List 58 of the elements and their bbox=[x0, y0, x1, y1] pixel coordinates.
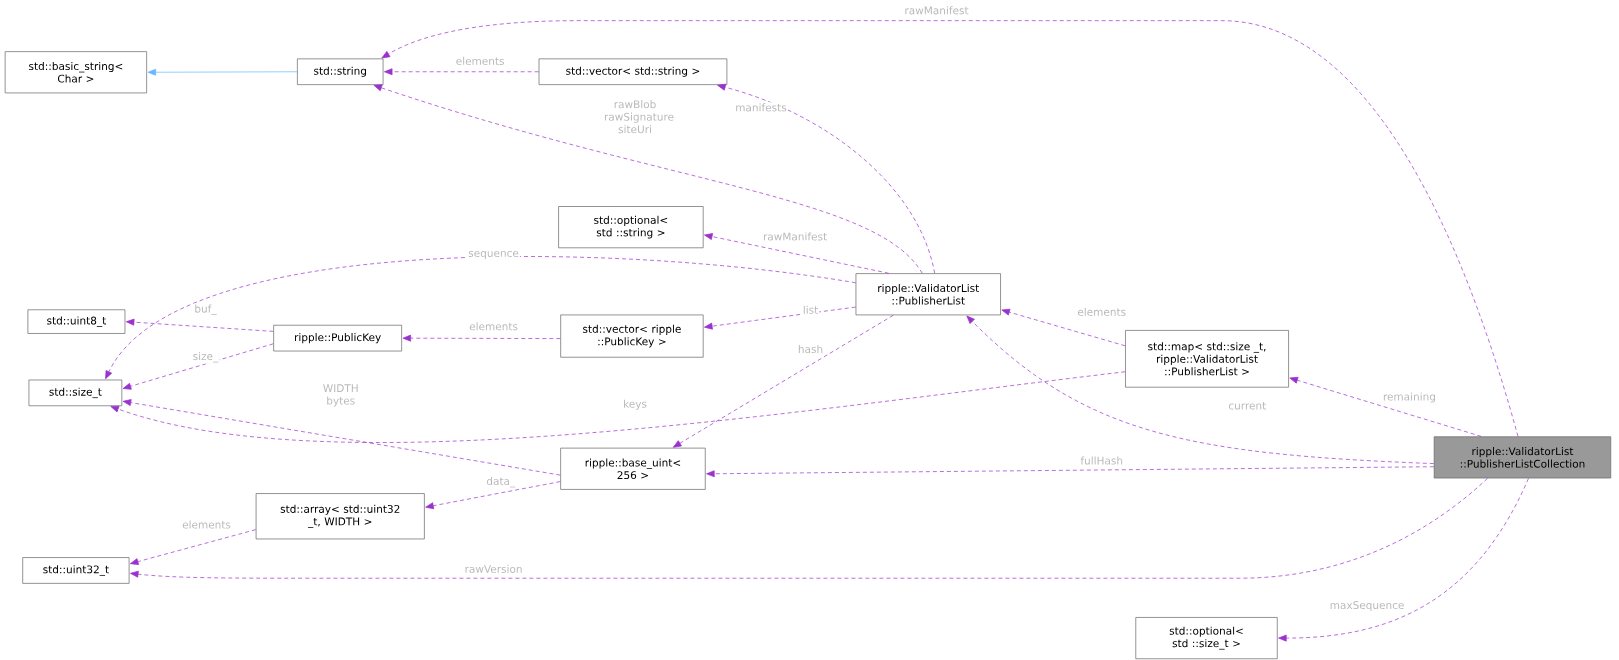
edge-label: rawManifest bbox=[762, 231, 829, 242]
class-box: ripple::base_uint< 256 > bbox=[560, 447, 706, 490]
arrow bbox=[1001, 308, 1126, 347]
edge-label: elements bbox=[181, 519, 232, 530]
edge-label: elements bbox=[468, 321, 519, 332]
class-box: std::vector< ripple ::PublicKey > bbox=[560, 314, 704, 358]
edge-label: fullHash bbox=[1079, 455, 1125, 466]
class-box: std::array< std::uint32 _t, WIDTH > bbox=[255, 493, 425, 540]
edge-label: manifests bbox=[734, 102, 788, 113]
arrow bbox=[125, 318, 274, 332]
edge-label: elements bbox=[454, 55, 506, 66]
arrow bbox=[373, 84, 923, 274]
arrow bbox=[704, 233, 890, 274]
edge-label: current bbox=[1227, 401, 1268, 411]
edge-label: remaining bbox=[1381, 391, 1437, 404]
edge-label: WIDTH bytes bbox=[319, 383, 363, 408]
arrow bbox=[402, 334, 561, 342]
edge-label: list bbox=[801, 304, 820, 315]
class-box: ripple::ValidatorList ::PublisherList bbox=[855, 273, 1001, 316]
arrow bbox=[1278, 478, 1529, 642]
edge-label: rawBlob rawSignature siteUri bbox=[603, 99, 674, 135]
edge-label: hash bbox=[796, 343, 825, 355]
arrow bbox=[381, 20, 1519, 437]
class-box: ripple::PublicKey bbox=[273, 324, 402, 352]
edge-label: elements bbox=[1076, 306, 1128, 317]
edge-label: sequence bbox=[467, 250, 520, 261]
class-box: std::uint8_t bbox=[27, 309, 126, 334]
class-box: std::optional< std ::string > bbox=[558, 206, 704, 249]
class-box: std::optional< std ::size_t > bbox=[1135, 617, 1278, 660]
arrow bbox=[425, 481, 561, 510]
arrow bbox=[105, 256, 856, 380]
edge-label: size_ bbox=[191, 351, 220, 364]
arrow bbox=[110, 371, 1126, 443]
edge-label: data_ bbox=[485, 475, 517, 489]
arrow bbox=[384, 68, 539, 76]
class-box: std::uint32_t bbox=[22, 557, 130, 584]
class-box: std::map< std::size _t, ripple::ValidatorList ::PublisherList > bbox=[1125, 330, 1289, 388]
arrow bbox=[130, 478, 1488, 579]
class-box: std::vector< std::string > bbox=[538, 58, 728, 85]
arrow bbox=[672, 314, 894, 448]
edge-label: keys bbox=[622, 398, 648, 411]
arrow bbox=[147, 68, 298, 76]
class-box: ripple::ValidatorList ::PublisherListCollection bbox=[1433, 436, 1612, 479]
class-box: std::string bbox=[297, 58, 384, 85]
edge-label: rawVersion bbox=[463, 563, 524, 574]
arrow bbox=[122, 399, 561, 476]
arrow bbox=[704, 306, 856, 330]
arrow bbox=[706, 466, 1435, 478]
edge-label: buf_ bbox=[193, 303, 218, 316]
arrow bbox=[1289, 376, 1482, 437]
class-box: std::size_t bbox=[28, 379, 123, 407]
edge-label: rawManifest bbox=[903, 5, 970, 16]
arrow bbox=[966, 315, 1435, 464]
arrow bbox=[717, 83, 935, 274]
arrow bbox=[122, 343, 274, 390]
arrow bbox=[130, 529, 257, 565]
edge-label: maxSequence bbox=[1328, 600, 1406, 613]
class-box: std::basic_string< Char > bbox=[4, 51, 147, 94]
